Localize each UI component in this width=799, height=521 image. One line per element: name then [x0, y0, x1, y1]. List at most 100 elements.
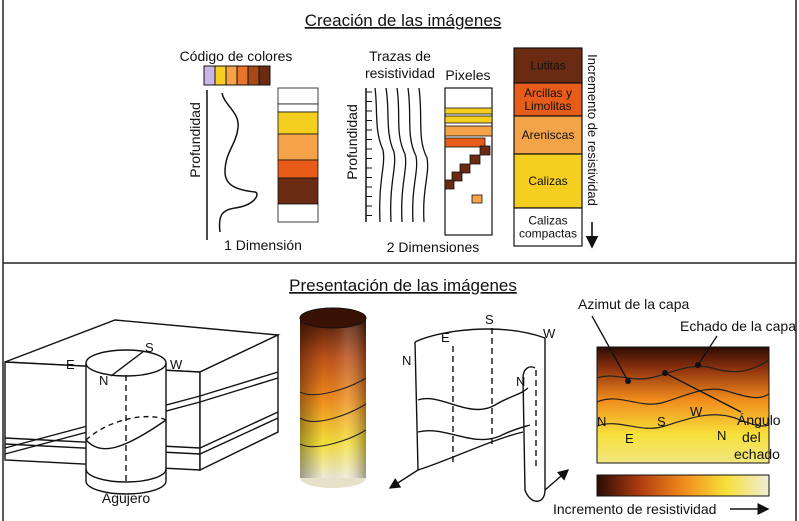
compass-e-image: E [625, 431, 634, 446]
column-1d-band-1 [277, 87, 319, 105]
surface-fold [522, 338, 546, 502]
legend-swatch-1 [513, 47, 583, 84]
borehole-bottom-hidden [85, 468, 167, 483]
top-title: Creación de las imágenes [305, 11, 502, 30]
column-1d-band-3 [277, 111, 319, 135]
resistivity-increase-label: Incremento de resistividad [553, 501, 716, 517]
azimuth-label: Azimut de la capa [578, 296, 689, 312]
borehole-body [86, 363, 166, 481]
color-swatch-1 [203, 65, 216, 86]
borehole-cylinder [85, 349, 167, 495]
column-1d-band-5 [277, 159, 319, 179]
dip-label: Echado de la capa [680, 318, 796, 334]
colored-borehole-cylinder [299, 307, 367, 488]
compass-e-surface: E [441, 330, 450, 345]
depth-label-1d: Profundidad [187, 102, 203, 178]
trace-5 [418, 87, 429, 223]
trace-2 [385, 87, 396, 223]
surface-top-edge [414, 328, 546, 343]
column-1d-band-4 [277, 133, 319, 161]
legend-label-4: Calizas [528, 174, 567, 188]
pixel-block-1 [444, 107, 493, 115]
cylinder-sinusoid-3 [299, 429, 367, 448]
image-log-panel [596, 346, 770, 464]
image-sinusoid-3 [596, 414, 770, 429]
dip-plane-back [85, 415, 167, 441]
column-1d-band-6 [277, 177, 319, 205]
legend-label-5-line2: compactas [519, 227, 577, 241]
cylinder-shading [300, 318, 366, 478]
dip-pointer [697, 335, 718, 366]
depth-ticks-2d [366, 91, 372, 216]
bedding-plane-lower [4, 411, 279, 449]
dip-plane-front [85, 419, 167, 450]
image-log-fill [596, 346, 770, 464]
compass-n-image: N [597, 414, 606, 429]
pixel-block-8 [451, 171, 463, 182]
traces-label-line1: Trazas de [369, 48, 431, 64]
compass-s-surface: S [485, 312, 494, 327]
compass-e-block: E [66, 357, 75, 372]
legend-swatch-2 [513, 82, 583, 117]
angle-pointer [664, 372, 742, 413]
legend-label-3: Areniscas [522, 128, 575, 142]
compass-w-block: W [170, 357, 183, 372]
two-d-label: 2 Dimensiones [387, 239, 480, 255]
color-swatch-6 [258, 65, 271, 86]
traces-label-line2: resistividad [365, 65, 435, 81]
resistivity-traces [374, 87, 429, 223]
column-1d-band-2 [277, 103, 319, 113]
pixel-block-9 [444, 179, 455, 190]
pixel-block-7 [459, 163, 471, 174]
legend-label-5-line1: Calizas [528, 214, 567, 228]
pixel-block-2 [444, 115, 493, 124]
bedding-plane-upper-2 [4, 377, 279, 455]
cylinder-top-cap [299, 307, 367, 329]
azimuth-pointer [591, 315, 629, 382]
borehole-bottom [85, 480, 167, 495]
surface-left-edge [414, 341, 419, 471]
legend-label-2-line1: Arcillas y [524, 86, 572, 100]
compass-w-surface: W [543, 326, 556, 341]
one-d-label: 1 Dimensión [224, 237, 302, 253]
cylinder-sinusoid-2 [299, 403, 367, 422]
color-swatch-4 [236, 65, 249, 86]
surface-bottom-edge [417, 431, 524, 471]
bedding-plane-lower-2 [4, 417, 279, 455]
surface-arrow-left [388, 469, 419, 489]
color-code-swatches [203, 65, 271, 86]
bedding-plane-upper [4, 371, 279, 449]
cylinder-bottom-cap [300, 478, 366, 488]
image-sinusoid-1 [596, 359, 770, 380]
depth-label-2d: Profundidad [344, 104, 360, 180]
color-swatch-3 [225, 65, 238, 86]
resistivity-gradient-bar [596, 474, 770, 497]
trace-3 [396, 87, 407, 223]
compass-s-block: S [145, 340, 154, 355]
compass-n2-surface: N [516, 374, 525, 389]
pixel-block-6 [469, 154, 481, 165]
pixel-block-5 [479, 145, 491, 156]
angle-label-1: Ángulo [737, 412, 781, 428]
color-swatch-2 [214, 65, 227, 86]
image-sinusoid-2 [596, 388, 770, 405]
surface-arrow-right [544, 469, 570, 491]
surface-sinusoid-1 [417, 387, 529, 411]
compass-n-surface: N [402, 353, 411, 368]
bottom-title: Presentación de las imágenes [289, 276, 517, 295]
compass-n-block: N [99, 373, 108, 388]
compass-n2-image: N [717, 428, 726, 443]
column-1d-band-7 [277, 203, 319, 223]
borehole-label: Agujero [102, 490, 150, 506]
resistivity-curve-1d [218, 92, 258, 233]
pixel-column [444, 87, 493, 236]
increment-label: Incremento de resistividad [585, 54, 600, 206]
legend-swatch-4 [513, 153, 583, 209]
legend-label-2-line2: Limolitas [524, 99, 571, 113]
trace-4 [407, 87, 418, 223]
color-column-1d [277, 87, 319, 223]
surface-sinusoid-2 [417, 424, 531, 441]
borehole-top [85, 349, 167, 377]
